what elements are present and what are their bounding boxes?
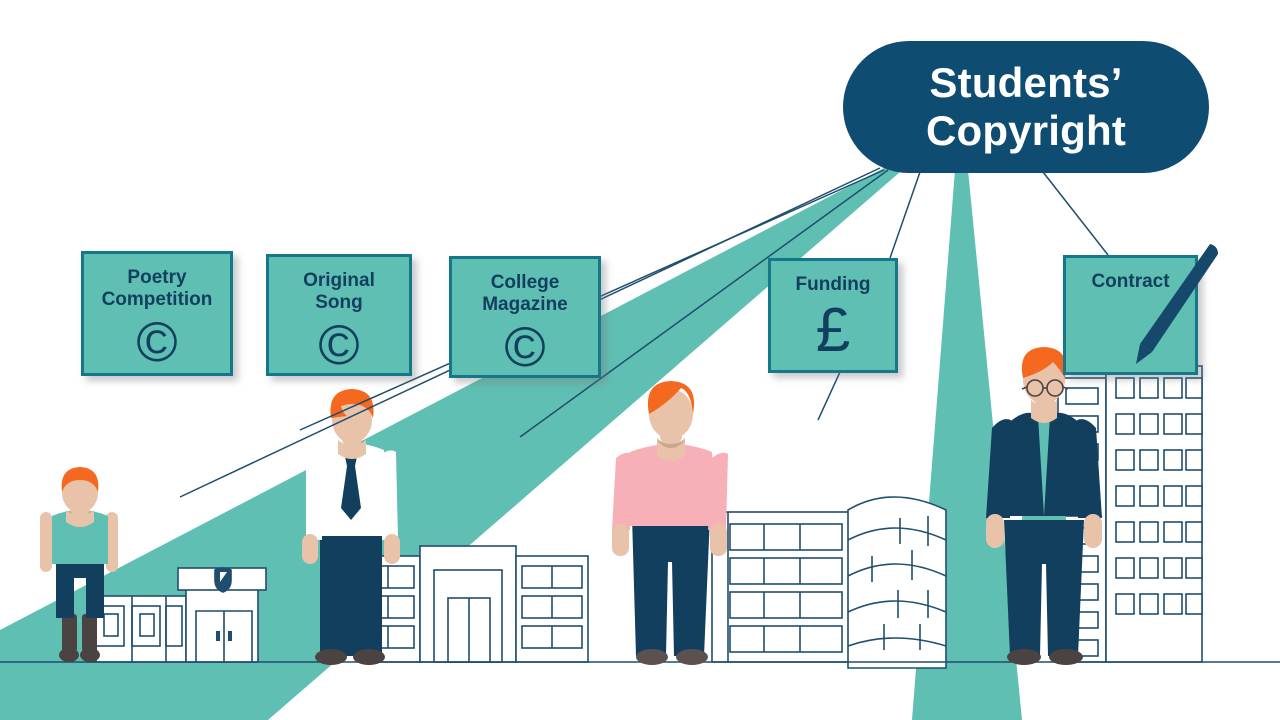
card-contract[interactable]: Contract <box>1063 255 1198 375</box>
figure-secondary-student <box>302 389 400 665</box>
card-label-poetry-competition: Poetry Competition <box>101 267 213 310</box>
copyright-icon: © <box>318 313 360 377</box>
building-curved-campus <box>847 496 947 669</box>
card-label-original-song: Original Song <box>303 270 375 313</box>
page-title: Students’ Copyright <box>925 59 1127 154</box>
card-original-song[interactable]: Original Song © <box>266 254 412 376</box>
copyright-icon: © <box>136 310 178 374</box>
connector-to-funding <box>889 171 921 259</box>
figure-graduate-professional <box>986 347 1102 665</box>
copyright-icon: © <box>504 315 546 379</box>
pound-sterling-icon: £ <box>815 295 851 365</box>
connector-to-contract <box>1042 171 1109 256</box>
card-label-funding: Funding <box>795 274 871 295</box>
glasses-icon <box>1021 379 1069 397</box>
figure-primary-school-child <box>40 467 118 662</box>
building-college-block <box>711 511 855 663</box>
building-office-tower <box>1105 365 1203 663</box>
main-title-pill: Students’ Copyright <box>843 41 1209 173</box>
connector-to-magazine <box>519 169 889 438</box>
connector-funding-down <box>817 371 841 421</box>
figure-college-student <box>612 381 728 665</box>
card-funding[interactable]: Funding £ <box>768 258 898 373</box>
card-label-contract: Contract <box>1091 271 1170 292</box>
card-college-magazine[interactable]: College Magazine © <box>449 256 601 378</box>
card-label-college-magazine: College Magazine <box>482 272 568 315</box>
card-poetry-competition[interactable]: Poetry Competition © <box>81 251 233 376</box>
